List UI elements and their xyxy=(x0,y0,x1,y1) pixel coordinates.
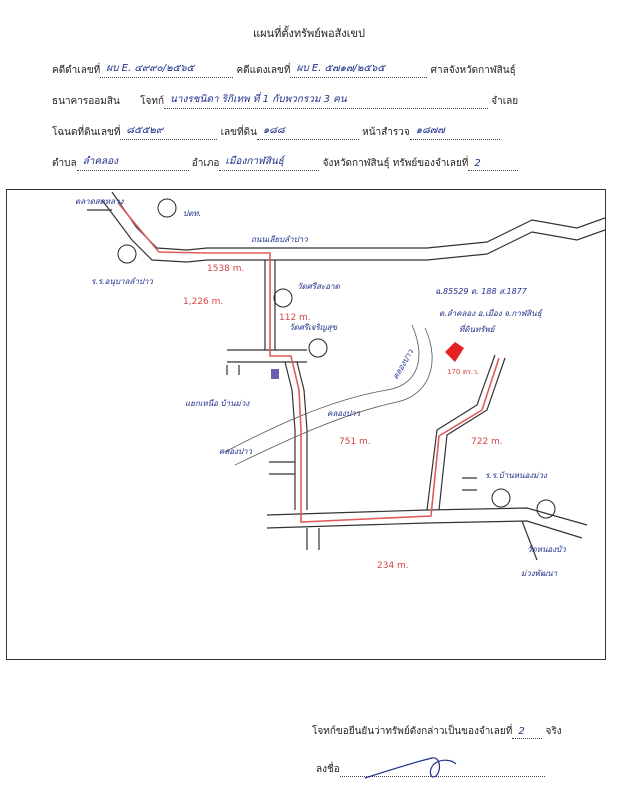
page-title: แผนที่ตั้งทรัพย์พอสังเขป xyxy=(253,27,365,40)
form-row-location: ตำบล ลำคลอง อำเภอ เมืองกาฬสินธุ์ จังหวัดกา… xyxy=(52,156,519,171)
certify-text: โจทก์ขอยืนยันว่าทรัพย์ดังกล่าวเป็นของจำเ… xyxy=(312,726,513,737)
bottom-road-lower xyxy=(266,520,583,539)
village-label: วัดศรีเจริญสุข xyxy=(289,323,337,333)
defendant-label: โจทก์ xyxy=(140,96,165,107)
canal-line-b xyxy=(234,327,433,466)
distance-2: 1,226 m. xyxy=(183,297,223,307)
temple2b-label: ม่วงพัฒนา xyxy=(521,569,558,578)
certify-no: 2 xyxy=(518,726,525,737)
canal2-label: คลองปาว xyxy=(327,409,361,418)
route-lines xyxy=(118,203,500,523)
parcel-value: ๑๘๘ xyxy=(262,125,285,136)
right-road-right xyxy=(438,357,506,511)
route-path xyxy=(118,203,500,523)
canal3-label: คลองปาว xyxy=(391,347,416,381)
certify-row: โจทก์ขอยืนยันว่าทรัพย์ดังกล่าวเป็นของจำเ… xyxy=(312,724,562,739)
bottom-stub xyxy=(306,528,320,550)
plaintiff-label: ธนาคารออมสิน xyxy=(52,96,120,107)
temple2-marker xyxy=(536,499,556,519)
deed-note-1: ฉ.85529 ด. 188 ส.1877 xyxy=(435,287,528,296)
defendant-suffix: จำเลย xyxy=(491,96,519,107)
canal-line-a xyxy=(224,324,420,453)
subject-label: ที่ดินทรัพย์ xyxy=(459,323,496,334)
form-row-parties: ธนาคารออมสิน โจทก์ นางรชนิดา ริกิเทพ ที่ … xyxy=(52,94,518,109)
pump-label: ปตท. xyxy=(183,209,201,218)
parcel-label: เลขที่ดิน xyxy=(220,127,257,138)
temple-label: วัดศรีสะอาด xyxy=(297,282,341,291)
deed-value: ๘๕๕๒๙ xyxy=(126,125,164,136)
main-road-upper-edge xyxy=(136,217,606,251)
sign-label: ลงชื่อ xyxy=(316,764,340,775)
province-label: จังหวัดกาฬสินธุ์ ทรัพย์ของจำเลยที่ xyxy=(322,158,469,169)
market-road-edge-b xyxy=(101,199,133,241)
lower-stub-left xyxy=(269,461,295,475)
market-label: ตลาดสดหลวง xyxy=(75,197,125,206)
distance-3: 112 m. xyxy=(279,313,311,323)
plot-size-label: 170 ตร.ว. xyxy=(447,368,479,376)
distance-labels: 1538 m. 1,226 m. 112 m. 751 m. 722 m. 23… xyxy=(183,264,503,571)
case-red-label: คดีแดงเลขที่ xyxy=(236,65,291,76)
road-lines xyxy=(87,191,606,561)
case-black-value: ผบ E. ๔๙๙๐/๒๕๖๕ xyxy=(106,63,195,74)
case-black-label: คดีดำเลขที่ xyxy=(52,65,101,76)
diag-road-left xyxy=(284,361,296,431)
tambon-label: ตำบล xyxy=(52,158,77,169)
school1-label: ร.ร.อนุบาลลำปาว xyxy=(91,277,153,287)
signature xyxy=(364,757,457,779)
village-marker xyxy=(308,338,328,358)
bottom-road-right-edge xyxy=(521,520,538,561)
distance-1: 1538 m. xyxy=(207,264,244,274)
deed-label: โฉนดที่ดินเลขที่ xyxy=(52,127,121,138)
bottom-road-upper xyxy=(266,507,588,526)
court-label: ศาลจังหวัดกาฬสินธุ์ xyxy=(430,65,516,76)
school1-marker xyxy=(117,244,137,264)
sign-row: ลงชื่อ xyxy=(316,762,545,777)
cross-stub-left xyxy=(226,365,240,375)
certify-end: จริง xyxy=(545,726,562,737)
school2-label: ร.ร.บ้านหนองม่วง xyxy=(485,471,548,480)
canal-road-label: ถนนเลียบลำปาว xyxy=(251,235,308,244)
pump-marker xyxy=(157,198,177,218)
canal1-label: คลองปาว xyxy=(219,447,253,456)
temple-marker xyxy=(273,288,293,308)
distance-5: 722 m. xyxy=(471,437,503,447)
defendant-value: นางรชนิดา ริกิเทพ ที่ 1 กับพวกรวม 3 คน xyxy=(170,94,347,105)
distance-6: 234 m. xyxy=(377,561,409,571)
tambon-value: ลำคลอง xyxy=(82,156,119,167)
landmark-circles xyxy=(117,198,556,519)
map-frame: ตลาดสดหลวง ปตท. ถนนเลียบลำปาว ร.ร.อนุบาล… xyxy=(6,189,606,660)
intersection-label: แยกเหนือ บ้านม่วง xyxy=(185,399,250,408)
sketch-map: ตลาดสดหลวง ปตท. ถนนเลียบลำปาว ร.ร.อนุบาล… xyxy=(75,191,606,578)
school2-marker xyxy=(491,488,511,508)
distance-4: 751 m. xyxy=(339,437,371,447)
subject-plot xyxy=(445,342,464,362)
diag-road-right xyxy=(296,361,308,431)
temple2-label: วัดหนองบัว xyxy=(527,545,566,554)
right-road-stub xyxy=(462,477,477,491)
form-row-case: คดีดำเลขที่ ผบ E. ๔๙๙๐/๒๕๖๕ คดีแดงเลขที่ ผ… xyxy=(52,63,516,78)
right-road-left xyxy=(426,354,496,511)
amphoe-label: อำเภอ xyxy=(191,158,220,169)
amphoe-value: เมืองกาฬสินธุ์ xyxy=(225,156,284,167)
shop-marker xyxy=(271,369,279,379)
survey-value: ๑๘๗๗ xyxy=(415,125,445,136)
form-row-deed: โฉนดที่ดินเลขที่ ๘๕๕๒๙ เลขที่ดิน ๑๘๘ หน้าส… xyxy=(52,125,500,140)
survey-label: หน้าสำรวจ xyxy=(362,127,410,138)
case-red-value: ผบ E. ๕๗๑๗/๒๕๖๕ xyxy=(296,63,385,74)
main-road-lower-edge xyxy=(131,229,606,263)
asset-no: 2 xyxy=(474,158,481,169)
deed-note-2: ต.ลำคลอง อ.เมือง จ.กาฬสินธุ์ xyxy=(439,308,544,319)
